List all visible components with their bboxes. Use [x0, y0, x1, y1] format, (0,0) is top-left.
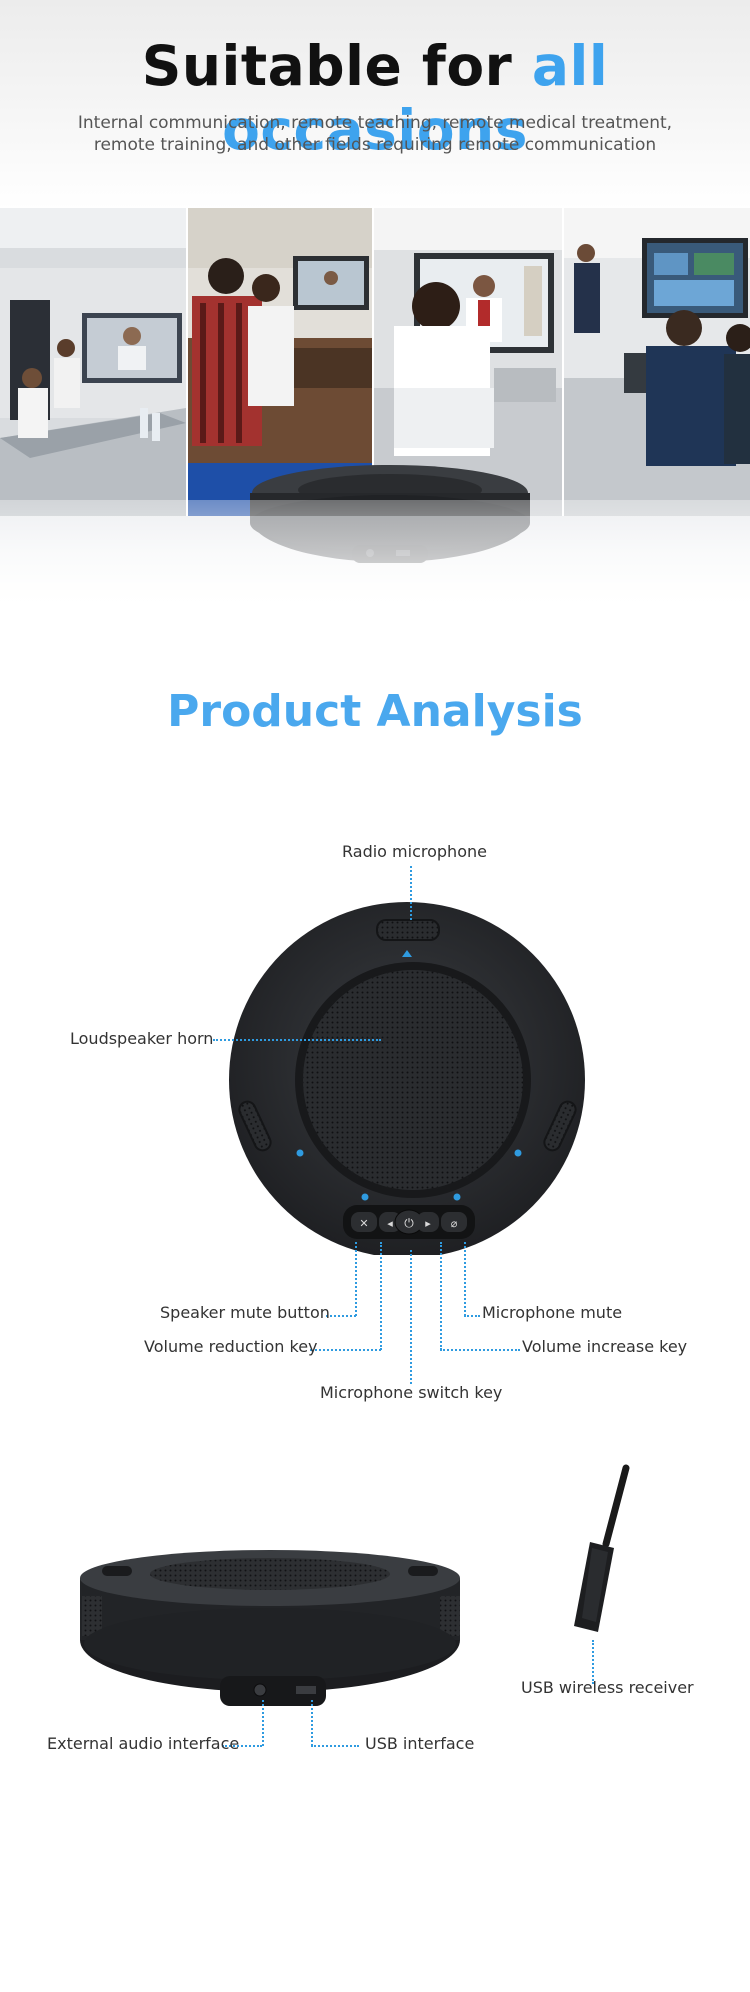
svg-text:⏻: ⏻ — [404, 1216, 414, 1230]
usb-receiver-illustration — [574, 1464, 630, 1632]
hero-title: Suitable for all occasions — [0, 34, 750, 162]
callout-usb-wireless-receiver: USB wireless receiver — [521, 1678, 694, 1697]
leader-volume-reduction — [380, 1242, 382, 1350]
leader-audio-interface-h — [222, 1745, 262, 1747]
photo-classroom — [188, 208, 372, 516]
photo-meeting-room — [0, 208, 186, 516]
classroom-illustration — [188, 208, 372, 516]
callout-usb-interface: USB interface — [365, 1734, 475, 1753]
svg-text:⌀: ⌀ — [451, 1217, 458, 1230]
leader-speaker-mute-h — [326, 1315, 356, 1317]
hero-subtitle-line1: Internal communication, remote teaching,… — [77, 113, 673, 133]
callout-volume-increase-key: Volume increase key — [522, 1337, 688, 1356]
speaker-mute-icon: ✕ — [351, 1212, 377, 1232]
product-analysis-title: Product Analysis — [167, 686, 583, 737]
meeting-room-illustration — [0, 208, 186, 516]
leader-speaker-mute — [355, 1242, 357, 1316]
callout-external-audio-interface: External audio interface — [47, 1734, 240, 1753]
svg-text:✕: ✕ — [359, 1217, 368, 1230]
microphone-mute-icon: ⌀ — [441, 1212, 467, 1232]
callout-microphone-mute: Microphone mute — [482, 1303, 623, 1322]
leader-microphone-mute — [464, 1242, 466, 1316]
microphone-switch-icon: ⏻ — [394, 1209, 424, 1235]
leader-usb-receiver — [592, 1640, 594, 1684]
speakerphone-side-view — [80, 1550, 460, 1706]
callout-line-loudspeaker-horn — [213, 1039, 381, 1041]
callout-speaker-mute-button: Speaker mute button — [160, 1303, 330, 1322]
medical-consult-illustration — [374, 208, 562, 516]
hero-subtitle-line2: remote training, and other fields requir… — [93, 135, 657, 155]
speakerphone-top-view: ✕ ◂ ⏻ ▸ ⌀ — [229, 902, 585, 1255]
hero-title-prefix: Suitable for — [141, 34, 532, 98]
callout-loudspeaker-horn: Loudspeaker horn — [70, 1029, 214, 1048]
callout-microphone-switch-key: Microphone switch key — [320, 1383, 503, 1402]
volume-down-icon: ◂ — [379, 1212, 401, 1232]
leader-volume-increase-h — [440, 1349, 520, 1351]
leader-usb-interface-h — [311, 1745, 359, 1747]
leader-volume-increase — [440, 1242, 442, 1350]
hero-background — [0, 0, 750, 210]
leader-audio-interface — [262, 1700, 264, 1746]
photo-training-session — [564, 208, 750, 516]
photo-medical-consult — [374, 208, 562, 516]
volume-up-icon: ▸ — [417, 1212, 439, 1232]
svg-text:▸: ▸ — [425, 1217, 431, 1230]
callout-line-radio-microphone — [410, 866, 412, 920]
leader-microphone-switch — [410, 1250, 412, 1384]
training-illustration — [564, 208, 750, 516]
callout-radio-microphone: Radio microphone — [342, 842, 487, 861]
occasion-photo-strip — [0, 208, 750, 516]
hero-title-accent: all occasions — [222, 34, 609, 162]
leader-microphone-mute-h — [464, 1315, 480, 1317]
leader-volume-reduction-h — [310, 1349, 381, 1351]
strip-fade — [0, 500, 750, 630]
callout-volume-reduction-key: Volume reduction key — [144, 1337, 318, 1356]
svg-text:◂: ◂ — [387, 1217, 393, 1230]
leader-usb-interface — [311, 1700, 313, 1746]
